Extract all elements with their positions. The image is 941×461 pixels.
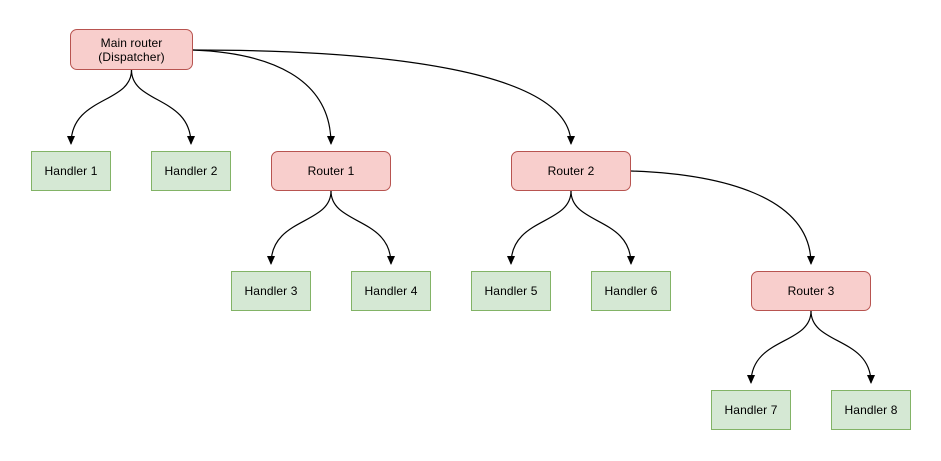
- node-handler-1[interactable]: Handler 1: [31, 151, 111, 191]
- edge-main-router-to-router-1: [192, 49, 335, 145]
- node-router-2[interactable]: Router 2: [511, 151, 631, 191]
- node-label-handler-6: Handler 6: [604, 284, 658, 298]
- edge-router-2-to-handler-6: [570, 190, 635, 265]
- edge-router-3-to-handler-8: [810, 310, 875, 384]
- node-handler-5[interactable]: Handler 5: [471, 271, 551, 311]
- edges-group: [67, 49, 875, 384]
- node-router-3[interactable]: Router 3: [751, 271, 871, 311]
- node-label-handler-5: Handler 5: [484, 284, 538, 298]
- node-handler-4[interactable]: Handler 4: [351, 271, 431, 311]
- node-label-handler-7: Handler 7: [724, 403, 778, 417]
- node-handler-8[interactable]: Handler 8: [831, 390, 911, 430]
- node-label-handler-3: Handler 3: [244, 284, 298, 298]
- node-label-router-3: Router 3: [787, 284, 835, 298]
- edge-router-1-to-handler-4: [330, 190, 395, 265]
- edge-main-router-to-handler-2: [130, 69, 195, 145]
- node-handler-6[interactable]: Handler 6: [591, 271, 671, 311]
- edge-router-2-to-handler-5: [507, 190, 572, 265]
- node-label-main-router: Main router (Dispatcher): [98, 35, 165, 64]
- edge-router-3-to-handler-7: [747, 310, 812, 384]
- edge-main-router-to-router-2: [192, 49, 575, 145]
- node-handler-7[interactable]: Handler 7: [711, 390, 791, 430]
- edge-router-2-to-router-3: [630, 170, 815, 265]
- node-label-handler-2: Handler 2: [164, 164, 218, 178]
- edge-main-router-to-handler-1: [67, 69, 133, 145]
- node-main-router[interactable]: Main router (Dispatcher): [70, 29, 193, 70]
- node-label-router-2: Router 2: [547, 164, 595, 178]
- node-label-handler-1: Handler 1: [44, 164, 98, 178]
- node-label-handler-8: Handler 8: [844, 403, 898, 417]
- node-router-1[interactable]: Router 1: [271, 151, 391, 191]
- node-handler-3[interactable]: Handler 3: [231, 271, 311, 311]
- node-label-router-1: Router 1: [307, 164, 355, 178]
- node-label-handler-4: Handler 4: [364, 284, 418, 298]
- node-handler-2[interactable]: Handler 2: [151, 151, 231, 191]
- edge-router-1-to-handler-3: [267, 190, 332, 265]
